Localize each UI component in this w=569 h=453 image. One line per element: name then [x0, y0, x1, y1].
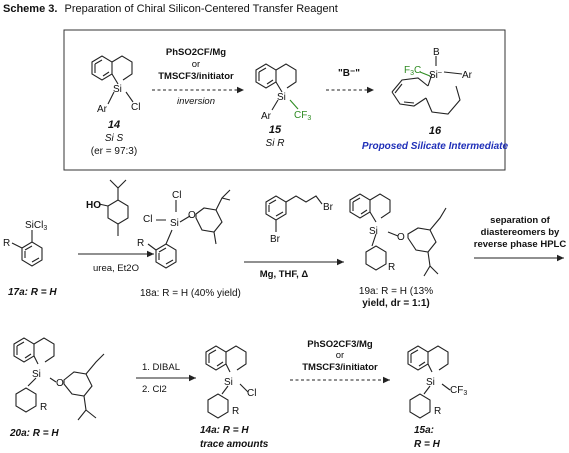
c14-label: 14: [108, 119, 120, 131]
c14a-si-atom: Si: [224, 377, 233, 388]
c18a-si-atom: Si: [170, 218, 179, 229]
c17a-r-atom: R: [3, 238, 10, 249]
compound-14a-structure: [205, 345, 249, 419]
compound-17a-structure: [11, 230, 43, 267]
compound-19a-structure: [349, 193, 447, 277]
cond-b: Mg, THF, Δ: [260, 269, 309, 280]
c19a-o-atom: O: [397, 232, 405, 243]
reagent-br-aryl: Br: [270, 234, 281, 245]
box-reagent-2: TMSCF3/initiator: [158, 71, 234, 82]
c20a-si-atom: Si: [32, 369, 41, 380]
cond-a: urea, Et2O: [93, 263, 139, 274]
c18a-cl-left: Cl: [143, 214, 152, 225]
c17a-label: 17a: R = H: [8, 287, 57, 298]
c15a-label-1: 15a:: [414, 425, 434, 436]
c17a-sicl3-group: SiCl3: [25, 220, 47, 232]
row3-reagent-or: or: [336, 350, 344, 361]
box-reagent-or: or: [192, 59, 200, 70]
compound-14-structure: [91, 55, 134, 105]
c14a-label: 14a: R = H: [200, 425, 249, 436]
c15-cf3-group: CF3: [294, 110, 311, 122]
c14a-cl-atom: Cl: [247, 388, 256, 399]
c19a-si-atom: Si: [369, 226, 378, 237]
c15a-label-2: R = H: [414, 439, 441, 450]
compound-20a-structure: [13, 337, 105, 421]
box-reagent-1: PhSO2CF/Mg: [166, 47, 226, 58]
compound-16-structure: [391, 56, 463, 115]
step-2: 2. Cl2: [142, 384, 167, 395]
c16-f3c-group: F3C: [404, 65, 421, 77]
c16-caption: Proposed Silicate Intermediate: [362, 141, 509, 152]
c18a-cl-top: Cl: [172, 190, 181, 201]
c18a-label: 18a: R = H (40% yield): [140, 288, 241, 299]
c15-stereo: Si R: [266, 138, 285, 149]
sep-line-3: reverse phase HPLC: [474, 239, 567, 250]
c14a-trace: trace amounts: [200, 439, 269, 450]
c19a-r-atom: R: [388, 262, 395, 273]
c19a-label-1: 19a: R = H (13%: [359, 286, 433, 297]
scheme-number: Scheme 3.: [3, 3, 57, 15]
c16-b-atom: B: [433, 47, 440, 58]
c16-label: 16: [429, 125, 442, 137]
row3-reagent-2: TMSCF3/initiator: [302, 362, 378, 373]
sep-line-1: separation of: [490, 215, 550, 226]
c14-stereo: Si S: [105, 133, 124, 144]
sep-line-2: diastereomers by: [481, 227, 560, 238]
c15-si-atom: Si: [277, 92, 286, 103]
c18a-o-atom: O: [188, 210, 196, 221]
c14-si-atom: Si: [113, 84, 122, 95]
compound-15-structure: [255, 63, 299, 111]
c15-ar-atom: Ar: [261, 111, 272, 122]
scheme-title: Scheme 3. Preparation of Chiral Silicon-…: [3, 3, 338, 15]
box-inversion-note: inversion: [177, 96, 215, 107]
compound-18a-structure: [147, 189, 231, 269]
menthol-structure: [98, 179, 129, 236]
step-1: 1. DIBAL: [142, 362, 180, 373]
arylbromide-structure: [265, 195, 323, 232]
scheme-title-text: Preparation of Chiral Silicon-Centered T…: [64, 3, 337, 15]
c14-cl-atom: Cl: [131, 102, 140, 113]
menthol-ho: HO: [86, 200, 101, 211]
c20a-o-atom: O: [56, 378, 64, 389]
c20a-r-atom: R: [40, 402, 47, 413]
c18a-r-atom: R: [137, 238, 144, 249]
intermediate-frame: [63, 29, 506, 171]
c15-label: 15: [269, 124, 282, 136]
compound-15a-structure: [407, 345, 451, 419]
c14-er: (er = 97:3): [91, 146, 137, 157]
c15a-cf3-group: CF3: [450, 385, 467, 397]
c14-ar-atom: Ar: [97, 104, 108, 115]
c15a-r-atom: R: [434, 406, 441, 417]
box-b-minus: "B⁻": [338, 68, 360, 79]
c15a-si-atom: Si: [426, 377, 435, 388]
row3-reagent-1: PhSO2CF3/Mg: [307, 339, 373, 350]
c16-si-atom: Si–: [429, 69, 442, 81]
c20a-label: 20a: R = H: [9, 428, 59, 439]
c16-ar-atom: Ar: [462, 70, 473, 81]
c19a-label-2: yield, dr = 1:1): [362, 298, 430, 309]
c14a-r-atom: R: [232, 406, 239, 417]
reagent-br-alkyl: Br: [323, 202, 334, 213]
